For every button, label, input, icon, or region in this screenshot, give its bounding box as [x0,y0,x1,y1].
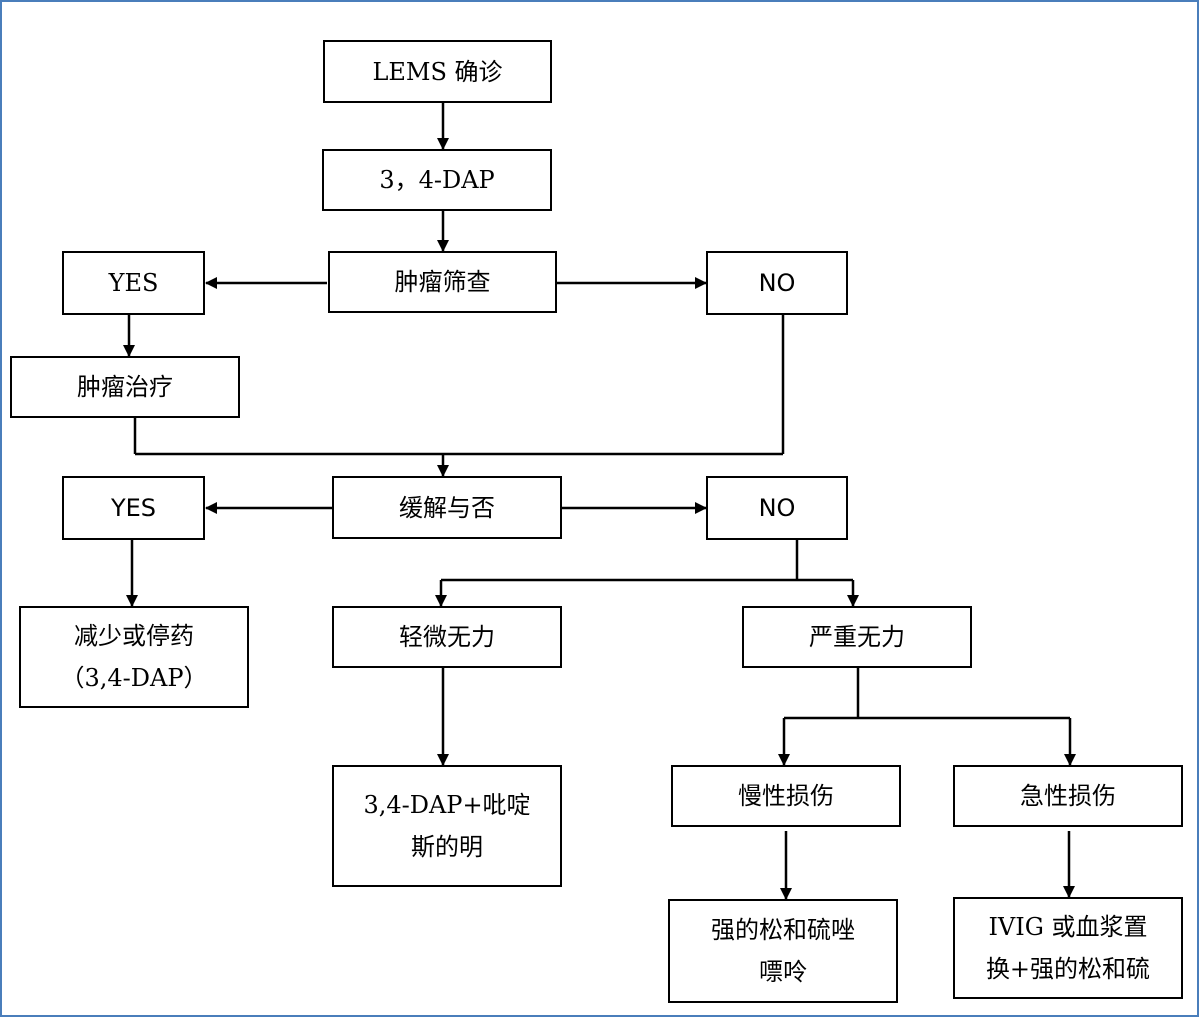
ivig-plasma-box: IVIG 或血浆置 换+强的松和硫 [953,897,1183,999]
mild-weakness-label: 轻微无力 [399,623,495,651]
remission-check-box: 缓解与否 [332,476,562,539]
reduce-stop-box: 减少或停药 （3,4-DAP） [19,606,249,708]
tumor-screening-label: 肿瘤筛查 [394,268,491,296]
ivig-plasma-line2: 换+强的松和硫 [985,955,1151,983]
remission-yes-label: YES [110,494,157,522]
dap-pyridostigmine-box: 3,4-DAP+吡啶 斯的明 [332,765,562,887]
mild-weakness-box: 轻微无力 [332,606,562,668]
remission-check-label: 缓解与否 [399,493,495,522]
screening-no-box: NO [706,251,848,315]
tumor-treatment-box: 肿瘤治疗 [10,356,240,418]
severe-weakness-box: 严重无力 [742,606,972,668]
screening-yes-label: YES [108,269,159,297]
dap-pyridostigmine-line1: 3,4-DAP+吡啶 [363,791,531,819]
lems-diagnosis-label: LEMS 确诊 [372,57,503,86]
dap-treatment-box: 3，4-DAP [322,149,552,211]
remission-yes-box: YES [62,476,205,540]
ivig-plasma-line1: IVIG 或血浆置 [988,913,1148,941]
reduce-stop-line1: 减少或停药 [74,622,194,650]
chronic-injury-label: 慢性损伤 [738,782,834,810]
acute-injury-box: 急性损伤 [953,765,1183,827]
remission-no-box: NO [706,476,848,540]
tumor-treatment-label: 肿瘤治疗 [77,373,173,401]
acute-injury-label: 急性损伤 [1020,782,1116,810]
screening-yes-box: YES [62,251,205,315]
dap-pyridostigmine-line2: 斯的明 [411,833,483,861]
screening-no-label: NO [758,269,796,297]
severe-weakness-label: 严重无力 [809,623,905,651]
dap-treatment-label: 3，4-DAP [379,166,495,194]
prednisone-azathioprine-line1: 强的松和硫唑 [711,916,855,944]
prednisone-azathioprine-box: 强的松和硫唑 嘌呤 [668,899,898,1003]
tumor-screening-box: 肿瘤筛查 [328,251,557,313]
remission-no-label: NO [758,494,796,522]
prednisone-azathioprine-line2: 嘌呤 [759,958,807,986]
chronic-injury-box: 慢性损伤 [671,765,901,827]
lems-diagnosis-box: LEMS 确诊 [323,40,552,103]
reduce-stop-line2: （3,4-DAP） [60,664,208,692]
